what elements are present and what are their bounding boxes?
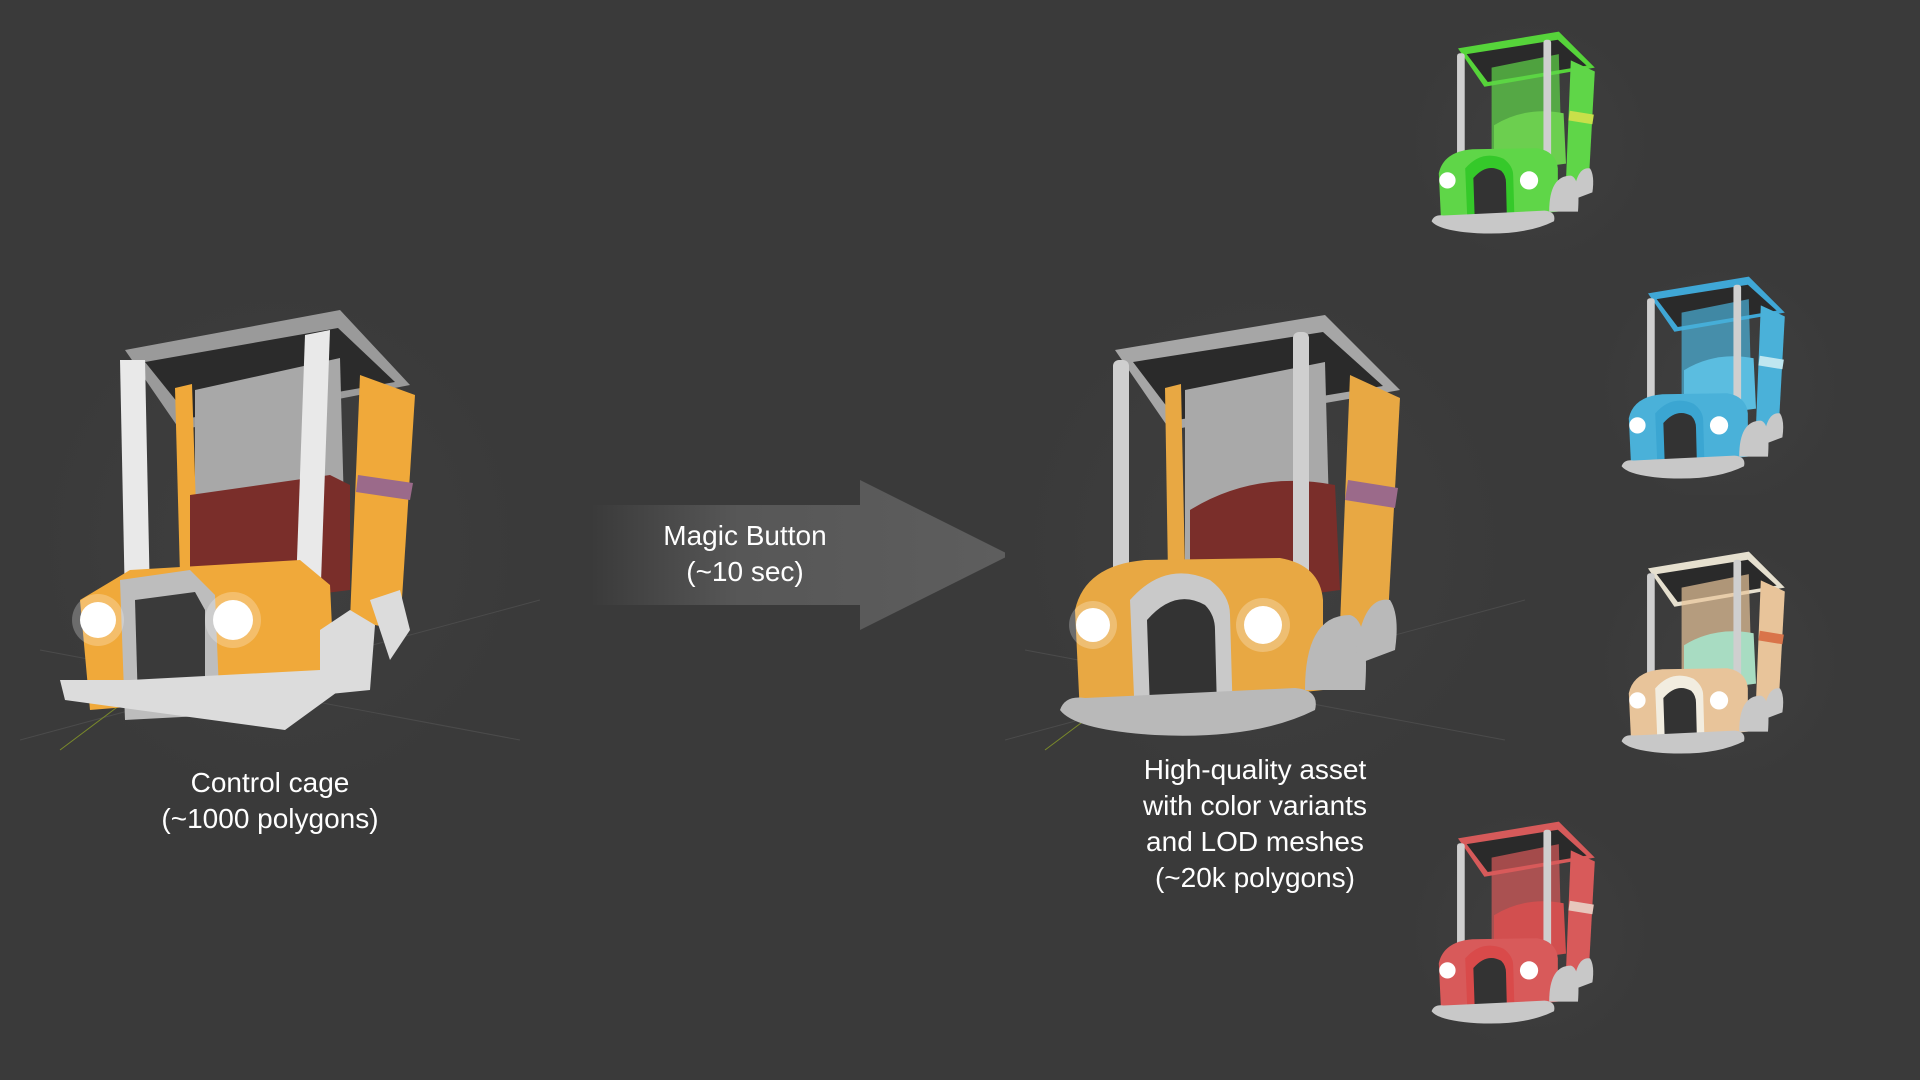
cage-wheel-arch <box>320 610 375 695</box>
hq-bumper <box>1060 688 1316 736</box>
variant-car-blue <box>1590 255 1850 495</box>
cage-grille-hole <box>135 592 205 705</box>
cage-front-pillar-right <box>295 330 330 615</box>
hq-rear-arch <box>1355 599 1397 665</box>
hq-headlight-left <box>1076 608 1110 642</box>
hq-front-pillar-left <box>1113 360 1129 610</box>
variant-car-green <box>1400 10 1660 250</box>
control-cage-car <box>20 310 540 751</box>
hq-grille-hole <box>1147 599 1217 710</box>
control-cage-viewport <box>20 270 540 770</box>
variant-car-red-drawing <box>1431 821 1595 1024</box>
control-cage-label: Control cage (~1000 polygons) <box>161 767 379 834</box>
hq-rear-panel <box>1340 375 1400 635</box>
cage-headlight-left-glow <box>72 594 124 646</box>
cage-stripe <box>356 475 413 500</box>
variant-car-green-drawing <box>1431 31 1595 234</box>
cage-headlight-left <box>80 602 116 638</box>
cage-front-pillar-left <box>120 360 150 605</box>
cage-headlight-right-glow <box>205 592 261 648</box>
cage-bumper <box>60 670 340 730</box>
arrow-shape <box>590 480 1010 630</box>
hq-main-car <box>1005 315 1525 751</box>
hq-asset-viewport <box>1005 270 1525 770</box>
hq-headlight-left-glow <box>1069 601 1117 649</box>
variant-car-cream-drawing <box>1621 551 1785 754</box>
variant-car-cream <box>1590 530 1850 770</box>
magic-button-label: Magic Button (~10 sec) <box>663 520 827 587</box>
variant-car-red <box>1400 800 1660 1040</box>
hq-front-pillar-right <box>1293 332 1309 612</box>
magic-button-arrow <box>590 480 1010 630</box>
variant-car-blue-drawing <box>1621 276 1785 479</box>
hq-left-rear-post <box>1165 384 1185 575</box>
hq-asset-label: High-quality asset with color variants a… <box>1142 754 1368 893</box>
cage-headlight-right <box>213 600 253 640</box>
hq-stripe <box>1345 480 1398 508</box>
hq-headlight-right <box>1244 606 1282 644</box>
hq-wheel-arch <box>1305 615 1366 690</box>
cage-rear-panel <box>350 375 415 630</box>
hq-headlight-right-glow <box>1236 598 1290 652</box>
cage-rear-arch <box>370 590 410 660</box>
